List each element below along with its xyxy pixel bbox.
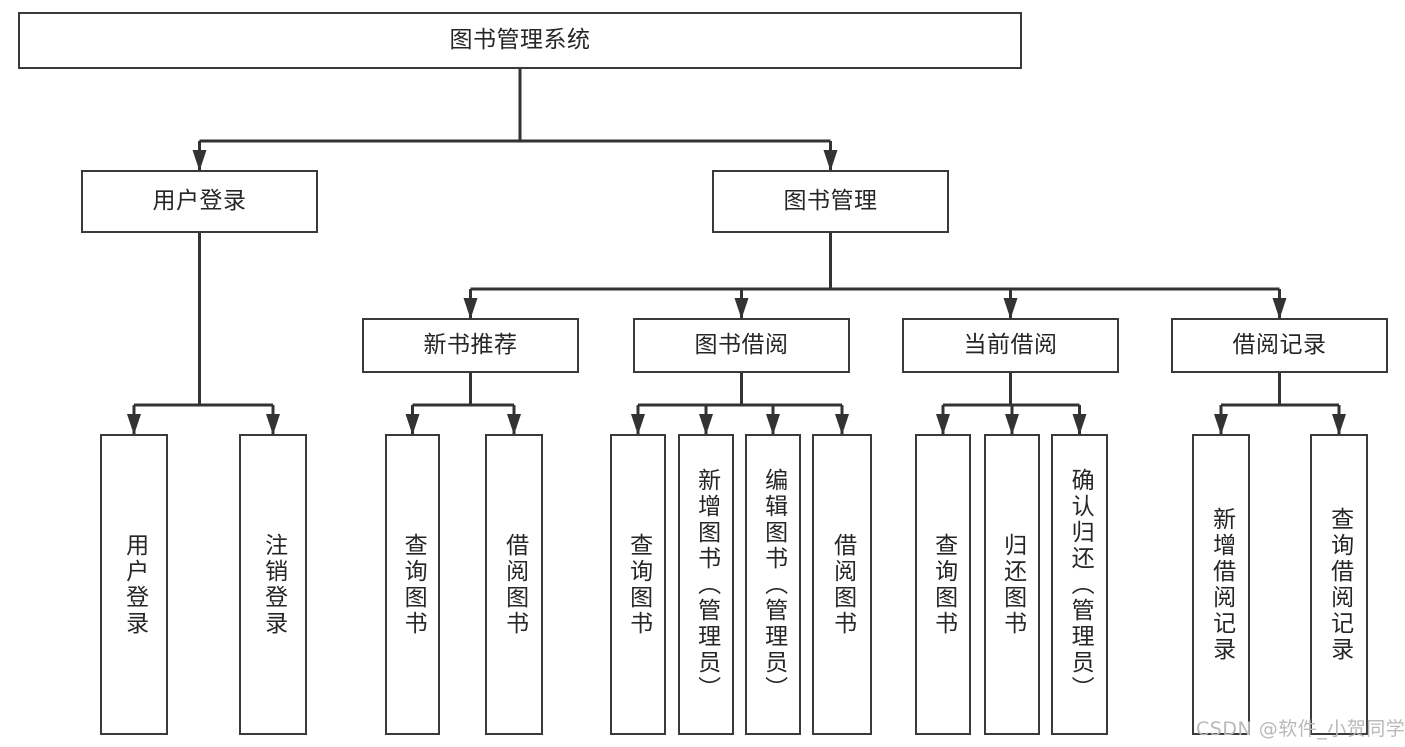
arrowhead [463, 298, 478, 319]
node-n1[interactable]: 查询图书 [385, 434, 440, 735]
node-label: 查询图书 [400, 532, 427, 637]
node-label: 新书推荐 [423, 331, 518, 358]
node-label: 借阅图书 [829, 532, 856, 637]
node-borrow[interactable]: 图书借阅 [633, 318, 850, 373]
node-c3[interactable]: 确认归还（管理员） [1051, 434, 1108, 735]
arrowhead [1072, 414, 1087, 435]
node-b4[interactable]: 借阅图书 [812, 434, 872, 735]
arrowhead [835, 414, 849, 435]
node-records[interactable]: 借阅记录 [1171, 318, 1388, 373]
node-label: 注销登录 [260, 532, 287, 637]
node-label: 编辑图书（管理员） [760, 467, 787, 702]
arrowhead [936, 414, 950, 435]
node-c1[interactable]: 查询图书 [915, 434, 971, 735]
node-label: 查询图书 [930, 532, 957, 637]
node-r1[interactable]: 新增借阅记录 [1192, 434, 1250, 735]
arrowhead [127, 414, 141, 435]
node-b3[interactable]: 编辑图书（管理员） [745, 434, 801, 735]
arrowhead [631, 414, 645, 435]
node-label: 用户登录 [152, 187, 247, 214]
node-root[interactable]: 图书管理系统 [18, 12, 1022, 69]
node-label: 图书借阅 [694, 331, 789, 358]
node-label: 图书管理 [783, 187, 878, 214]
arrowhead [405, 414, 420, 435]
node-b1[interactable]: 查询图书 [610, 434, 666, 735]
node-l2[interactable]: 注销登录 [239, 434, 307, 735]
arrowhead [1272, 298, 1287, 319]
arrowhead [1005, 414, 1019, 435]
node-login[interactable]: 用户登录 [81, 170, 318, 233]
node-label: 查询图书 [625, 532, 652, 637]
node-label: 借阅记录 [1232, 331, 1327, 358]
node-label: 图书管理系统 [449, 26, 591, 53]
node-bookmgmt[interactable]: 图书管理 [712, 170, 949, 233]
arrowhead [823, 150, 838, 171]
node-c2[interactable]: 归还图书 [984, 434, 1040, 735]
node-b2[interactable]: 新增图书（管理员） [678, 434, 734, 735]
arrowhead [766, 414, 780, 435]
node-label: 当前借阅 [963, 331, 1058, 358]
node-label: 新增借阅记录 [1208, 506, 1235, 663]
arrowhead [1332, 414, 1346, 435]
node-label: 确认归还（管理员） [1067, 467, 1094, 702]
arrowhead [192, 150, 207, 171]
node-n2[interactable]: 借阅图书 [485, 434, 543, 735]
arrowhead [1214, 414, 1228, 435]
node-label: 新增图书（管理员） [693, 467, 720, 702]
arrowhead [507, 414, 521, 435]
node-label: 归还图书 [999, 532, 1026, 637]
node-l1[interactable]: 用户登录 [100, 434, 168, 735]
node-r2[interactable]: 查询借阅记录 [1310, 434, 1368, 735]
watermark: CSDN @软件_小贺同学 [1196, 718, 1405, 740]
node-current[interactable]: 当前借阅 [902, 318, 1119, 373]
node-label: 用户登录 [121, 532, 148, 637]
arrowhead [266, 414, 280, 435]
arrowhead [1003, 298, 1018, 319]
arrowhead [734, 298, 749, 319]
node-label: 查询借阅记录 [1326, 506, 1353, 663]
arrowhead [699, 414, 713, 435]
node-label: 借阅图书 [501, 532, 528, 637]
node-newbook[interactable]: 新书推荐 [362, 318, 579, 373]
